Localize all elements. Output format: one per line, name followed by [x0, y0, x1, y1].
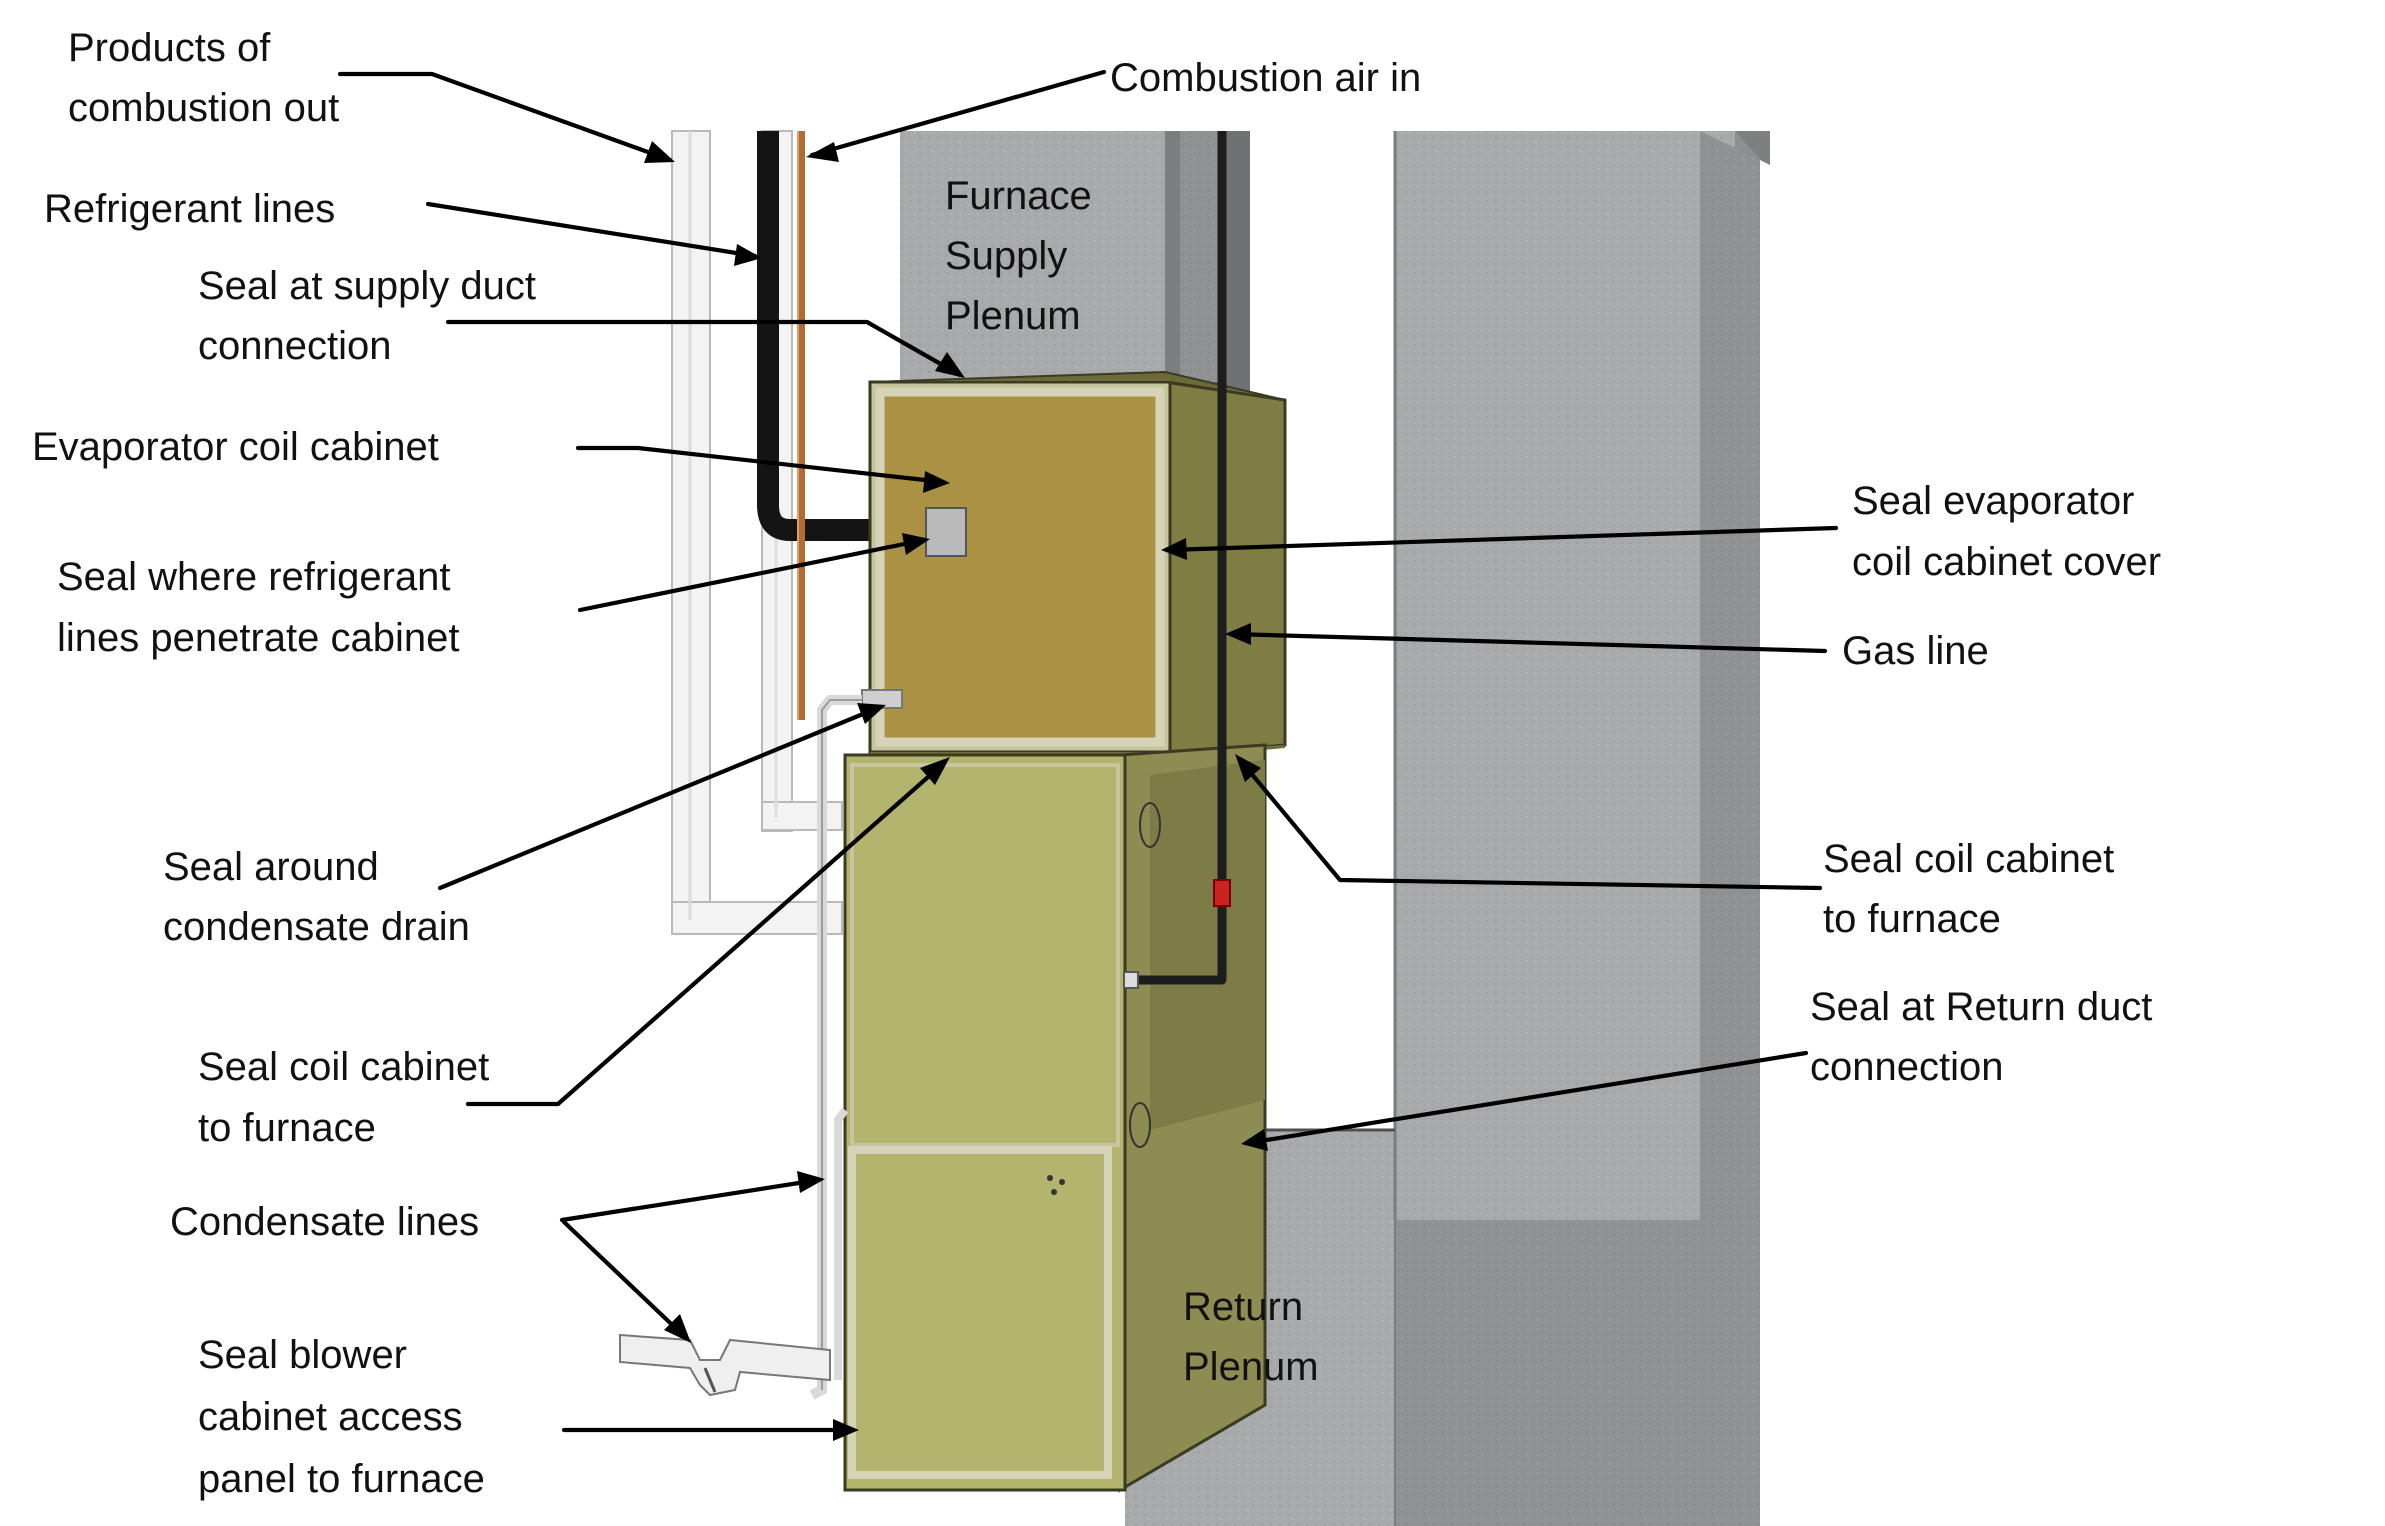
- leader-seal-return-duct: [1241, 1050, 1809, 1151]
- label-seal-refrigerant-penetrate: Seal where refrigerant lines penetrate c…: [57, 555, 462, 660]
- vent-pipes: [671, 130, 843, 935]
- label-furnace-supply-plenum: Furnace Supply Plenum: [945, 174, 1103, 338]
- leader-refrigerant-lines: [425, 201, 762, 266]
- leader-products-of-combustion: [337, 71, 675, 163]
- label-refrigerant-lines: Refrigerant lines: [44, 187, 335, 231]
- leader-seal-refrigerant-penetrate: [577, 533, 930, 613]
- label-products-of-combustion: Products of combustion out: [68, 26, 339, 130]
- label-seal-coil-to-furnace-left: Seal coil cabinet to furnace: [198, 1045, 500, 1150]
- leader-gas-line: [1225, 623, 1828, 654]
- label-seal-coil-to-furnace-right: Seal coil cabinet to furnace: [1823, 837, 2125, 941]
- leader-seal-blower-panel: [561, 1419, 859, 1441]
- leader-seal-supply-duct: [445, 319, 965, 378]
- label-combustion-air-in: Combustion air in: [1110, 56, 1421, 100]
- leader-lines: [337, 69, 1839, 1441]
- leader-combustion-air: [806, 69, 1107, 162]
- supply-plenum-duct: [900, 131, 1250, 400]
- leader-seal-coil-to-furnace-left: [465, 757, 950, 1107]
- leader-seal-evap-cover: [1161, 525, 1839, 560]
- label-condensate-lines: Condensate lines: [170, 1200, 479, 1244]
- label-seal-condensate-drain: Seal around condensate drain: [163, 845, 470, 949]
- leader-seal-condensate-drain: [437, 703, 886, 891]
- furnace-body: [843, 743, 1267, 1493]
- condensate-lines: [619, 695, 862, 1400]
- label-seal-evaporator-cover: Seal evaporator coil cabinet cover: [1852, 479, 2161, 584]
- leader-condensate-lines-lower: [561, 1219, 691, 1343]
- label-return-plenum: Return Plenum: [1183, 1285, 1319, 1389]
- leader-condensate-lines-upper: [559, 1171, 825, 1223]
- leader-seal-coil-to-furnace-right: [1235, 754, 1823, 891]
- leader-evaporator-coil-cabinet: [575, 445, 950, 493]
- gas-line: [1123, 131, 1231, 989]
- refrigerant-lines: [757, 131, 945, 720]
- label-evaporator-coil-cabinet: Evaporator coil cabinet: [32, 425, 439, 469]
- label-seal-blower-panel: Seal blower cabinet access panel to furn…: [198, 1333, 485, 1501]
- label-gas-line: Gas line: [1842, 629, 1989, 673]
- evaporator-coil-cabinet: [861, 370, 1287, 758]
- label-seal-return-duct: Seal at Return duct connection: [1810, 985, 2164, 1089]
- label-seal-supply-duct: Seal at supply duct connection: [198, 264, 547, 368]
